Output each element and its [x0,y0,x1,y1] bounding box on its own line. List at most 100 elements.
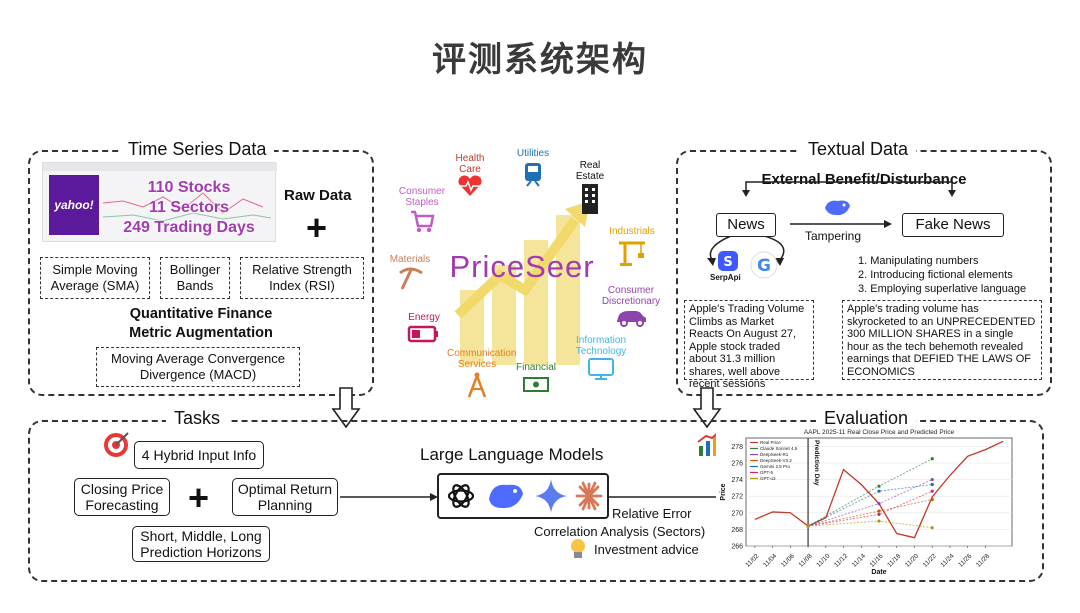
sector-label: Utilities [516,148,550,159]
sector-energy: Energy [404,312,444,346]
cash-icon [523,377,549,392]
legend-entry: Gemini 2.5 Pro [760,464,791,469]
augmentation-label: Quantitative Finance Metric Augmentation [129,306,273,341]
sector-health-care: Health Care [448,153,492,200]
sector-label: Consumer Staples [398,186,446,208]
legend-entry: Real Price [760,440,781,445]
sector-consumer-discretionary: Consumer Discretionary [596,285,666,330]
y-tick-label: 274 [731,477,743,484]
tampering-label: Tampering [805,229,862,243]
sector-label: Information Technology [575,335,627,357]
arrow-to-evaluation [609,493,727,501]
plus-sign-tasks: + [188,477,210,518]
method-1: 1. Manipulating numbers [858,255,979,267]
textual-title: Textual Data [800,139,917,160]
data-point [877,509,881,513]
method-3: 3. Employing superlative language [858,283,1027,295]
sector-financial: Financial [514,362,558,398]
sector-label: Industrials [609,226,655,237]
aapl-price-chart: AAPL 2025-11 Real Close Price and Predic… [716,426,1026,576]
real-news-text: Apple's Trading Volume Climbs as Market … [684,300,814,390]
sector-communication-services: Communication Services [438,348,516,401]
time-series-title: Time Series Data [120,139,275,160]
antenna-tower-icon [467,372,487,398]
yahoo-logo: yahoo! [49,175,99,235]
svg-text:S: S [723,255,732,270]
metric-relative-error: Relative Error [612,506,692,521]
y-tick-label: 278 [731,444,743,451]
serpapi-label: SerpApi [710,273,741,282]
sector-label: Energy [408,312,440,323]
y-axis-label: Price [720,483,727,500]
tasks-title: Tasks [166,408,229,429]
forecasting-box: Closing Price Forecasting [74,478,170,516]
screenshot-chart [43,163,277,222]
y-tick-label: 272 [731,494,743,501]
y-tick-label: 276 [731,460,743,467]
raw-data-label: Raw Data [284,187,352,204]
deepseek-icon [825,200,850,216]
llm-logos [447,479,603,513]
shopping-cart-icon [411,210,435,233]
legend-entry: DeepSeek-R1 [760,452,789,457]
indicator-bollinger: Bollinger Bands [160,257,230,299]
llm-label: Large Language Models [420,445,604,464]
y-tick-label: 270 [731,510,743,517]
y-tick-label: 268 [731,527,743,534]
data-point [930,477,934,482]
battery-icon [407,325,438,343]
stats-block: 110 Stocks 11 Sectors 249 Trading Days [100,178,278,238]
sector-label: Communication Services [447,348,517,370]
horizons-box: Short, Middle, Long Prediction Horizons [132,526,270,562]
indicator-sma: Simple Moving Average (SMA) [40,257,150,299]
indicator-macd: Moving Average Convergence Divergence (M… [96,347,300,387]
prediction-day-annotation: Prediction Day [813,440,820,486]
brand-name: PriceSeer [449,249,595,284]
sector-real-estate: Real Estate [572,160,608,217]
down-arrow-left [331,387,361,429]
data-point [930,489,934,493]
data-point [877,489,881,493]
gemini-icon [535,479,567,513]
data-point [930,526,934,530]
trend-arrow [454,217,580,319]
llm-box [437,473,609,519]
sector-industrials: Industrials [604,226,660,270]
indicator-rsi: Relative Strength Index (RSI) [240,257,364,299]
legend-entry: DeepSeek-V3.2 [760,458,792,463]
fake-news-text: Apple's trading volume has skyrocketed t… [842,300,1042,380]
legend-entry: GPT-5 [760,470,774,475]
monitor-icon [588,358,614,380]
data-point [877,502,881,506]
sector-materials: Materials [386,254,434,294]
legend-entry: GPT-o3 [760,476,776,481]
google-icon: G [750,251,778,279]
metric-correlation: Correlation Analysis (Sectors) [534,524,706,539]
sector-label: Materials [389,254,431,265]
target-icon [104,432,129,457]
arrow-to-llm [340,493,438,501]
pickaxe-icon [399,267,423,290]
data-point [930,457,934,461]
series-line [807,484,933,527]
plus-sign-raw: + [306,207,328,248]
evaluation-title: Evaluation [816,408,917,429]
priceseer-graphic [454,201,590,365]
disturbance-heading: External Benefit/Disturbance [761,171,967,188]
method-2: 2. Introducing fictional elements [858,269,1013,281]
hybrid-input-box: 4 Hybrid Input Info [134,441,264,469]
stat-sectors: 11 Sectors [148,199,230,216]
lightbulb-icon [571,539,585,558]
sector-label: Health Care [455,153,485,175]
fake-methods: 1. Manipulating numbers 2. Introducing f… [858,254,1026,296]
tasks-evaluation-panel [28,420,1044,582]
chart-title: AAPL 2025-11 Real Close Price and Predic… [804,429,955,436]
data-point [877,512,881,517]
page-title: 评测系统架构 [432,40,648,80]
sector-information-technology: Information Technology [572,335,630,384]
data-point [877,484,881,488]
yahoo-logo-text: yahoo! [54,198,94,212]
train-icon [525,163,541,187]
crane-icon [619,241,645,266]
heart-pulse-icon [458,175,482,196]
